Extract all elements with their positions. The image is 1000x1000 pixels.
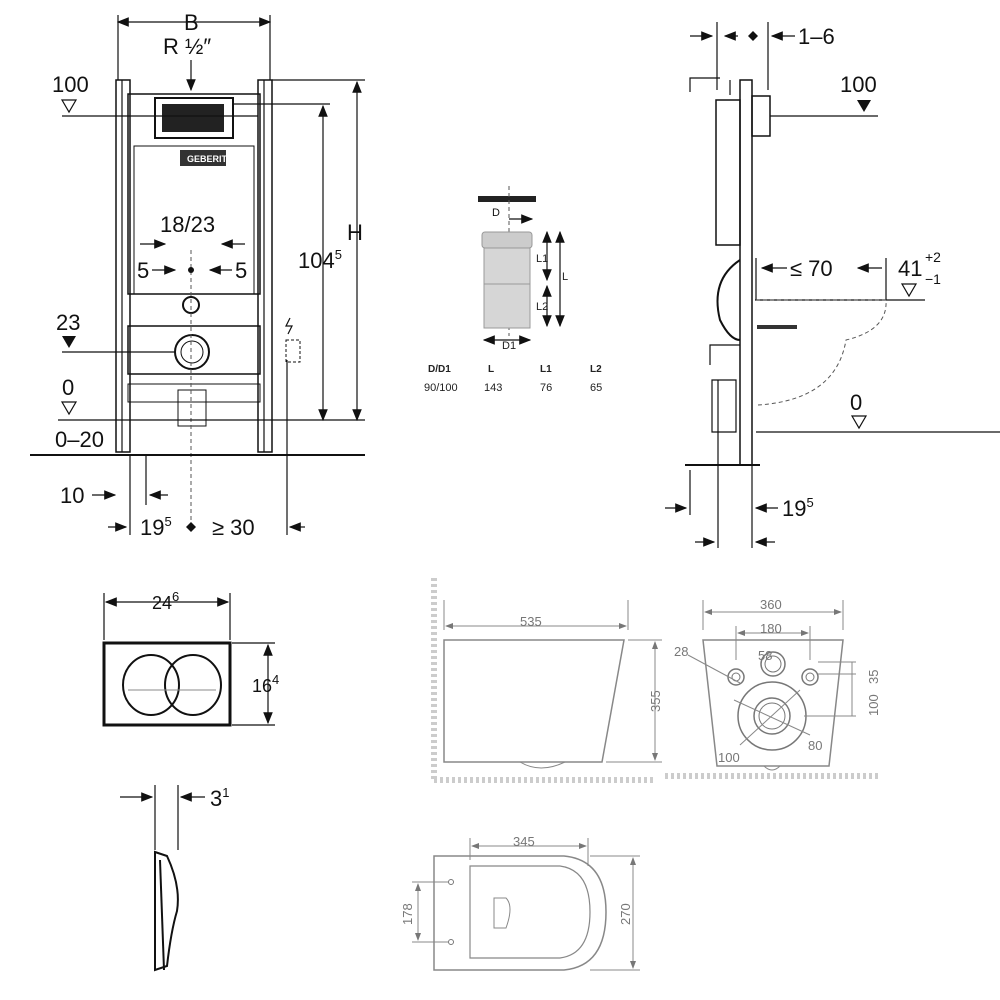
- toilet-back-drawing: 360 180 58 28 35 100 100 80: [665, 597, 881, 779]
- pipe-label-L1: L1: [536, 253, 548, 265]
- pipe-label-D1: D1: [502, 340, 516, 352]
- top-depth-label: 270: [618, 903, 633, 925]
- tolerance-plus: +2: [925, 249, 941, 265]
- svg-text:41: 41: [898, 256, 922, 281]
- range-0-20-label: 0–20: [55, 427, 104, 452]
- offset-100-label: 100: [866, 694, 881, 716]
- height-104-sup: 5: [335, 247, 342, 262]
- svg-text:1045: 1045: [298, 247, 342, 273]
- pipe-label-L2: L2: [536, 301, 548, 313]
- toilet-top-drawing: 345 178 270: [400, 834, 640, 971]
- toilet-side-drawing: 535 355: [431, 578, 663, 783]
- inlet-label: 58: [758, 648, 772, 663]
- bottom-30-label: ≥ 30: [212, 515, 255, 540]
- offset-35-label: 35: [866, 670, 881, 684]
- table-cell: 143: [484, 382, 502, 394]
- height-41-label: 41: [898, 256, 922, 281]
- svg-text:246: 246: [152, 589, 179, 613]
- top-bolt-spacing-label: 178: [400, 903, 415, 925]
- bottom-10-label: 10: [60, 483, 84, 508]
- top-offset-label: 1–6: [798, 24, 835, 49]
- level-100-label: 100: [52, 72, 89, 97]
- back-width-label: 360: [760, 597, 782, 612]
- plate-depth-sup: 1: [222, 785, 229, 800]
- frame-side-view: 1–6 100 ≤ 70 41 +2 −1 0 195: [665, 22, 1000, 548]
- back-bolt-spacing-label: 180: [760, 621, 782, 636]
- svg-text:164: 164: [252, 672, 279, 696]
- table-header: L1: [540, 364, 552, 375]
- brand-logo: GEBERIT: [187, 154, 228, 164]
- svg-text:31: 31: [210, 785, 229, 811]
- side-level-100-label: 100: [840, 72, 877, 97]
- max-70-label: ≤ 70: [790, 256, 833, 281]
- side-depth-19-sup: 5: [806, 495, 813, 510]
- svg-text:195: 195: [782, 495, 814, 521]
- plate-width-label: 24: [152, 593, 172, 613]
- table-cell: 90/100: [424, 382, 458, 394]
- plate-depth-label: 3: [210, 786, 222, 811]
- flush-plate-drawing: 246 164 31: [102, 589, 279, 972]
- table-header: D/D1: [428, 364, 451, 375]
- bottom-19-label: 19: [140, 515, 164, 540]
- toilet-height-label: 355: [648, 690, 663, 712]
- table-cell: 65: [590, 382, 602, 394]
- table-cell: 76: [540, 382, 552, 394]
- offset-right-label: 5: [235, 258, 247, 283]
- toilet-length-label: 535: [520, 614, 542, 629]
- plate-height-label: 16: [252, 676, 272, 696]
- level-23-label: 23: [56, 310, 80, 335]
- height-label: H: [347, 220, 363, 245]
- outlet-outer-label: 100: [718, 750, 740, 765]
- level-0-label: 0: [62, 375, 74, 400]
- plate-height-sup: 4: [272, 672, 279, 687]
- pipe-label-L: L: [562, 271, 568, 283]
- height-104-label: 104: [298, 248, 335, 273]
- offset-left-label: 5: [137, 258, 149, 283]
- bolt-hole-label: 28: [674, 644, 688, 659]
- pipe-detail: D D1 L1 L2 L D/D1 L L1 L2 90/100 143 76 …: [424, 186, 602, 394]
- table-header: L: [488, 364, 494, 375]
- top-width-label: 345: [513, 834, 535, 849]
- spacing-label: 18/23: [160, 212, 215, 237]
- width-label: B: [184, 10, 199, 35]
- table-header: L2: [590, 364, 602, 375]
- side-level-0-label: 0: [850, 390, 862, 415]
- outlet-inner-label: 80: [808, 738, 822, 753]
- frame-front-view: B R ½″ GEBERIT 100 18/23 5 5: [30, 10, 365, 540]
- svg-text:195: 195: [140, 514, 172, 540]
- pipe-label-D: D: [492, 207, 500, 219]
- bottom-19-sup: 5: [164, 514, 171, 529]
- tolerance-minus: −1: [925, 271, 941, 287]
- pipe-label: R ½″: [163, 34, 211, 59]
- side-depth-19-label: 19: [782, 496, 806, 521]
- pipe-table: D/D1 L L1 L2 90/100 143 76 65: [424, 364, 602, 394]
- plate-width-sup: 6: [172, 589, 179, 604]
